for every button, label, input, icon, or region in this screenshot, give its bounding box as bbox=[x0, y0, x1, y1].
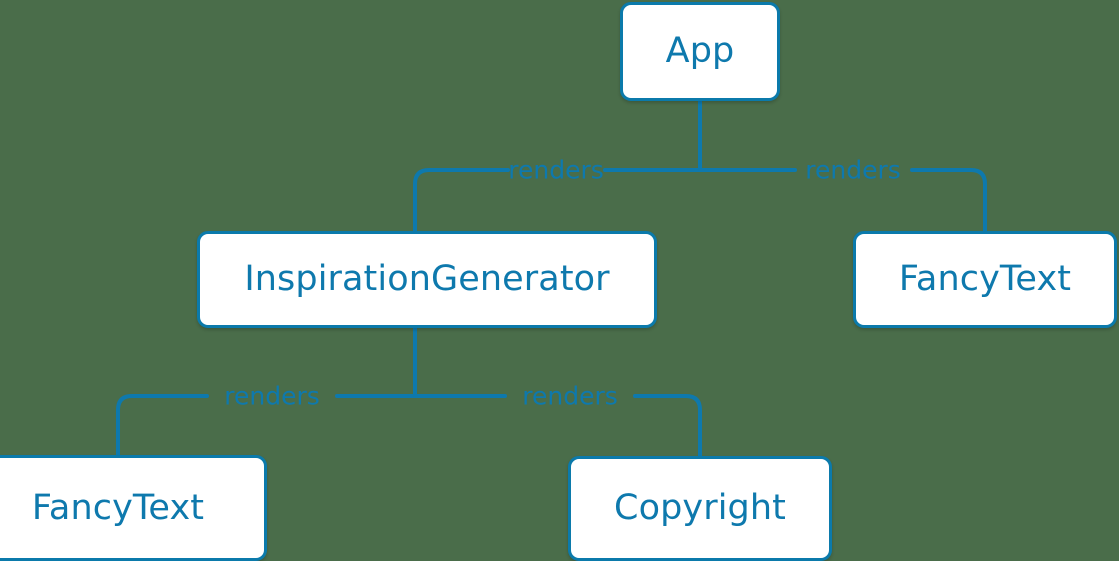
edge-label-app-inspiration-generator: renders bbox=[508, 155, 604, 185]
node-fancy-text-left[interactable]: FancyText bbox=[0, 455, 267, 561]
node-app[interactable]: App bbox=[620, 2, 780, 101]
edge-label-inspiration-generator-copyright: renders bbox=[522, 381, 618, 411]
node-app-label: App bbox=[665, 31, 735, 71]
edge-app-inspgen-segment-left bbox=[413, 168, 510, 233]
edge-label-inspiration-generator-fancy-text: renders bbox=[224, 381, 320, 411]
node-fancy-text-right-label: FancyText bbox=[898, 259, 1072, 299]
edge-app-fancy-segment-right bbox=[910, 168, 987, 233]
edge-inspgen-copyright-segment-right bbox=[633, 394, 702, 458]
node-copyright-label: Copyright bbox=[614, 488, 786, 528]
node-fancy-text-right[interactable]: FancyText bbox=[853, 231, 1117, 328]
edge-inspgen-fancy-segment-left bbox=[116, 394, 209, 458]
node-inspiration-generator-label: InspirationGenerator bbox=[244, 259, 610, 299]
edge-label-app-fancy-text: renders bbox=[805, 155, 901, 185]
node-inspiration-generator[interactable]: InspirationGenerator bbox=[197, 231, 657, 328]
node-copyright[interactable]: Copyright bbox=[568, 456, 832, 561]
node-fancy-text-left-label: FancyText bbox=[31, 487, 205, 528]
